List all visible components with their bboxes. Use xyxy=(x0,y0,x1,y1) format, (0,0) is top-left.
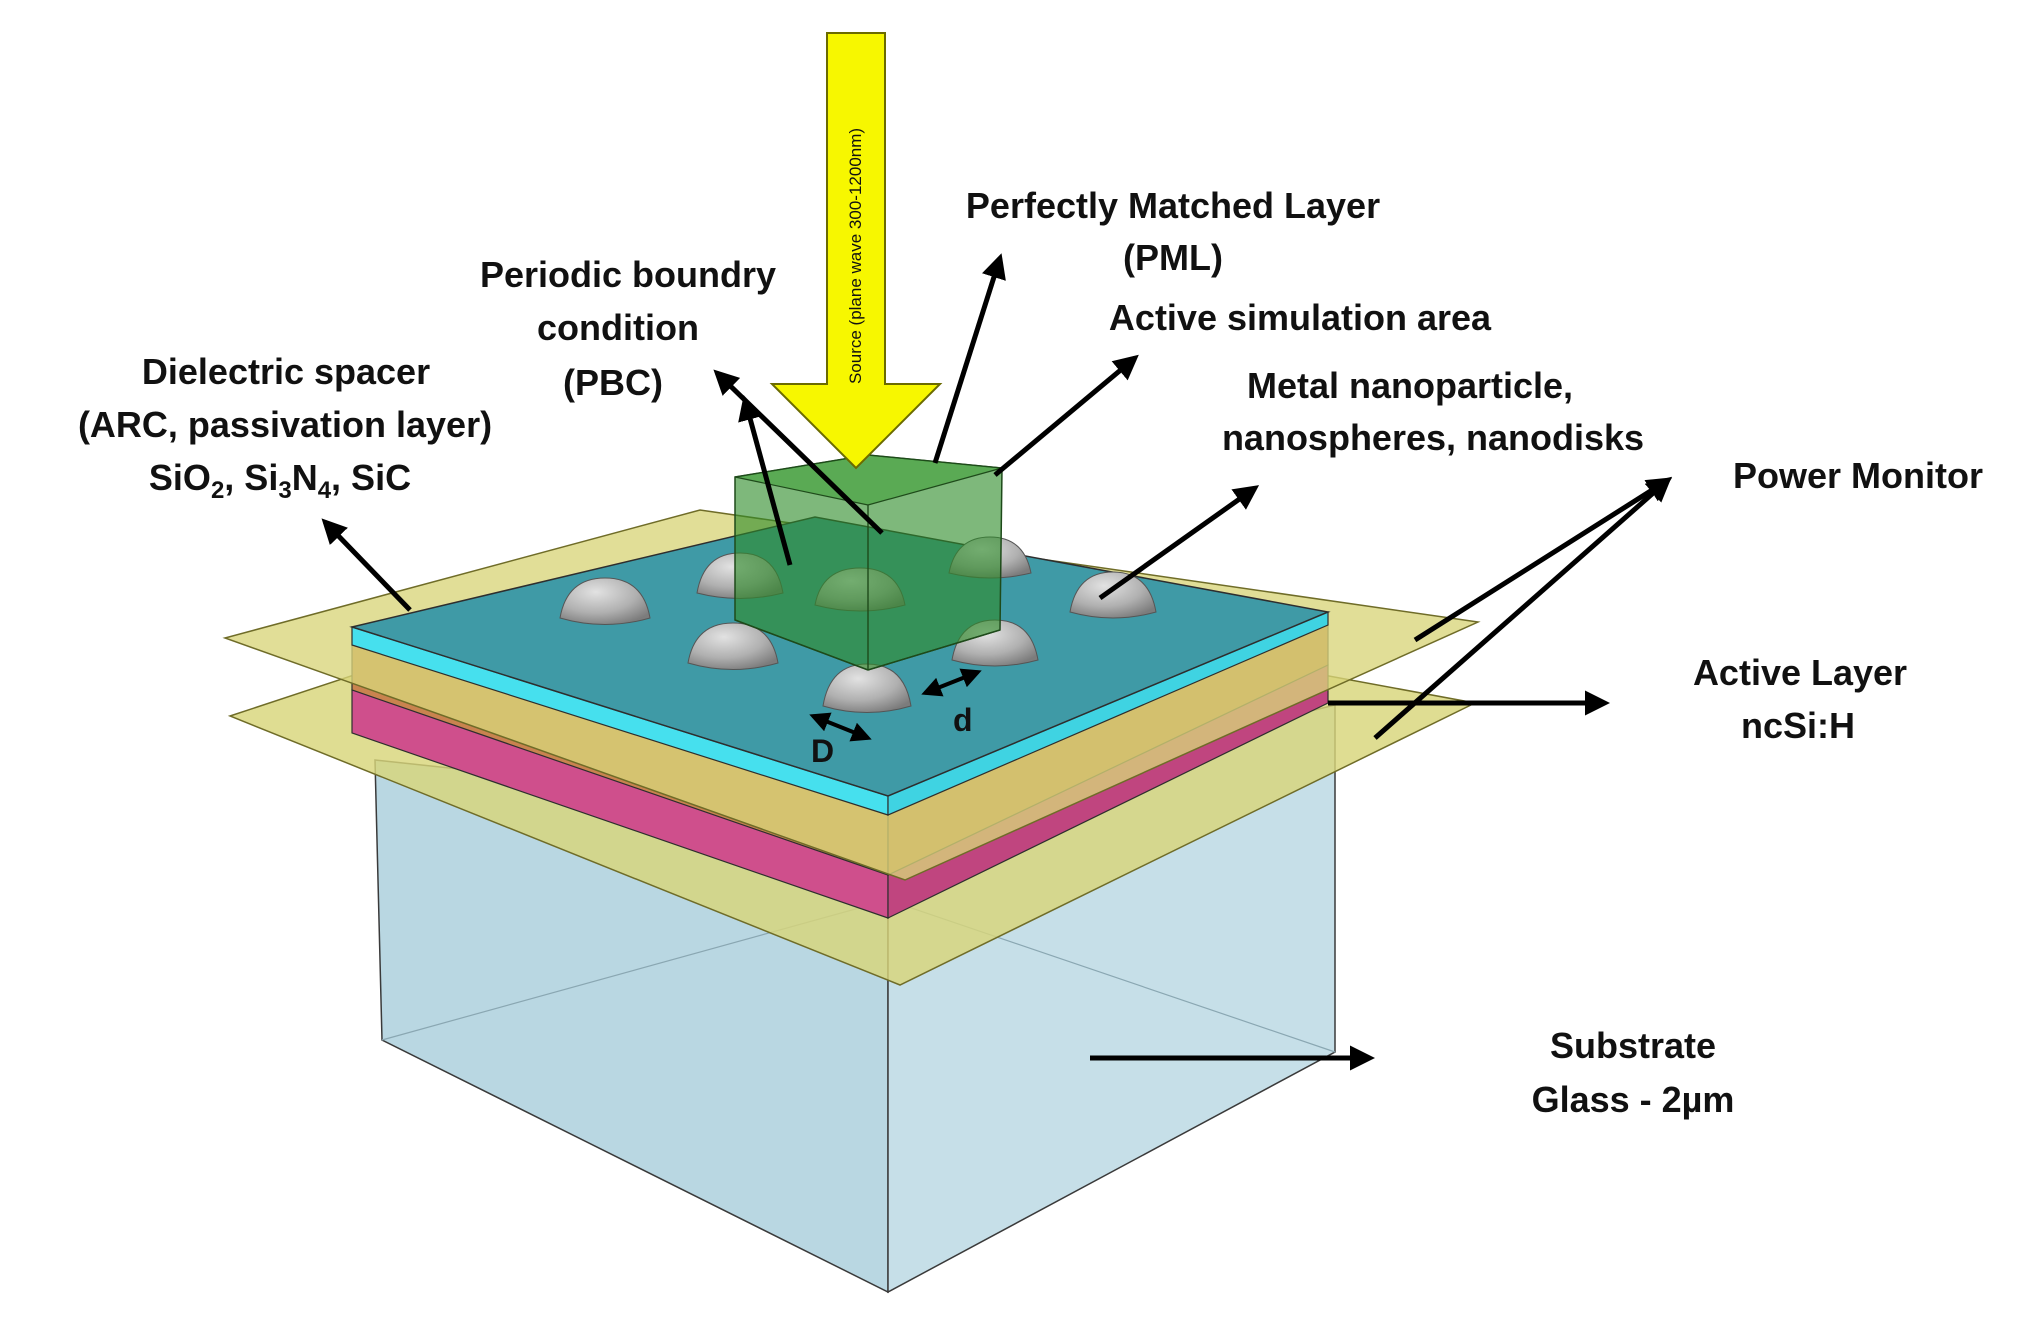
power-monitor-arrow-upper xyxy=(1413,477,1673,643)
substrate-label-line2: Glass - 2µm xyxy=(1532,1079,1735,1120)
spacer-formula-sio: SiO xyxy=(149,457,211,498)
spacer-formula-sub: 3 xyxy=(278,477,291,504)
pml-label-line1: Perfectly Matched Layer xyxy=(966,185,1380,226)
callout-arrows xyxy=(321,253,1673,1071)
spacer-formula-sub: 4 xyxy=(318,477,332,504)
simulation-box-edge xyxy=(867,629,1001,671)
active-area-arrow xyxy=(993,354,1139,477)
spacer-formula-sic: , SiC xyxy=(331,457,411,498)
active-layer-label-line2: ncSi:H xyxy=(1741,705,1855,746)
active-area-label: Active simulation area xyxy=(1109,297,1492,338)
nanoparticle xyxy=(687,622,779,670)
metal-label-line1: Metal nanoparticle, xyxy=(1247,365,1573,406)
simulation-box-edge xyxy=(734,619,869,671)
pbc-arrow-right xyxy=(713,369,884,535)
nanoparticle xyxy=(1069,571,1157,619)
labels: Perfectly Matched Layer (PML) Periodic b… xyxy=(78,185,1983,1120)
power-monitor-label: Power Monitor xyxy=(1733,455,1983,496)
source-label: Source (plane wave 300-1200nm) xyxy=(846,128,865,384)
pbc-label-line3: (PBC) xyxy=(563,362,663,403)
dimension-D-arrow xyxy=(809,712,872,742)
substrate-label-line1: Substrate xyxy=(1550,1025,1716,1066)
dimension-d-arrow xyxy=(921,668,982,697)
pbc-label-line2: condition xyxy=(537,307,699,348)
power-monitor-arrow-lower xyxy=(1373,476,1672,740)
nanoparticle xyxy=(822,663,912,713)
source-arrow-shape xyxy=(769,32,943,470)
dimension-markers: D d xyxy=(809,668,982,769)
dimension-D-label: D xyxy=(811,733,834,769)
pml-arrow xyxy=(932,253,1006,464)
spacer-arrow xyxy=(321,518,412,612)
metal-label-line2: nanospheres, nanodisks xyxy=(1222,417,1644,458)
spacer-formula-n: N xyxy=(292,457,318,498)
metal-arrow xyxy=(1098,485,1260,601)
pbc-arrow-left xyxy=(738,395,793,566)
spacer-formula-sub: 2 xyxy=(211,477,224,504)
spacer-label-line1: Dielectric spacer xyxy=(142,351,430,392)
pml-label-line2: (PML) xyxy=(1123,237,1223,278)
source-arrow: Source (plane wave 300-1200nm) xyxy=(769,32,943,470)
spacer-label-line3: SiO2, Si3N4, SiC xyxy=(149,457,411,504)
dimension-d-label: d xyxy=(953,702,973,738)
spacer-label-line2: (ARC, passivation layer) xyxy=(78,404,492,445)
active-layer-label-line1: Active Layer xyxy=(1693,652,1907,693)
spacer-formula-si: , Si xyxy=(224,457,278,498)
pbc-label-line1: Periodic boundry xyxy=(480,254,776,295)
nanoparticle xyxy=(559,577,651,625)
